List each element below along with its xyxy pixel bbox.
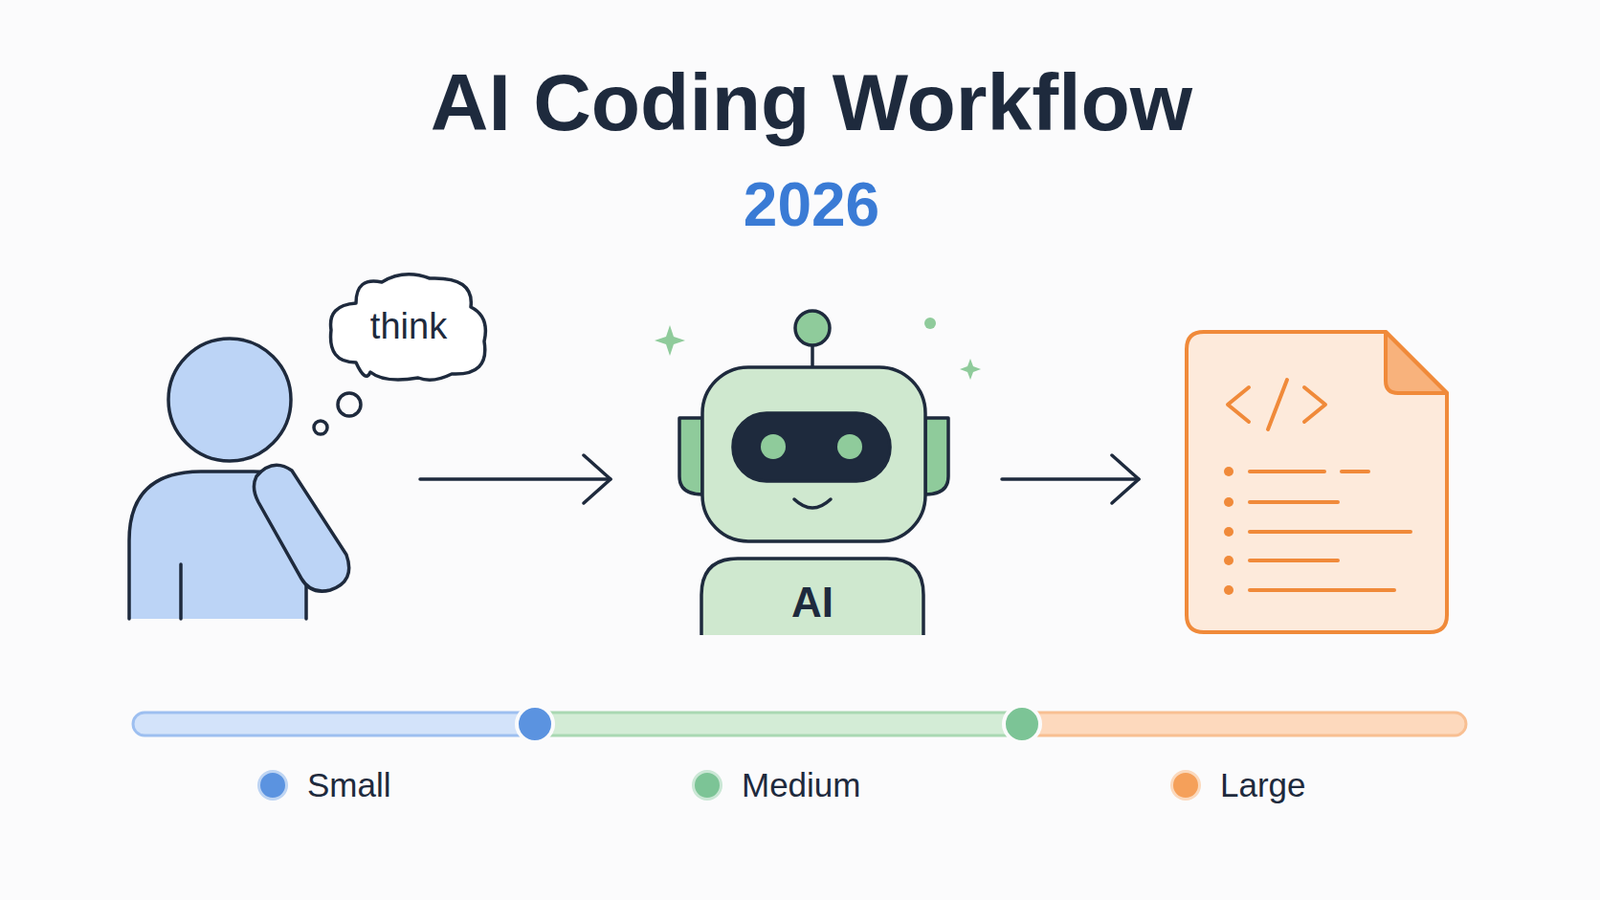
legend-item: Small (257, 766, 392, 805)
diagram-title: AI Coding Workflow (430, 56, 1193, 150)
legend-item: Large (1170, 766, 1307, 805)
robot-head (679, 311, 949, 542)
legend-text: Medium (741, 766, 861, 805)
size-slider (133, 706, 1467, 743)
code-document (1186, 332, 1447, 633)
flow-arrow (1001, 455, 1139, 504)
node-label: think (319, 306, 498, 348)
thought-cloud: think (319, 261, 498, 392)
legend-item: Medium (691, 766, 861, 805)
legend-swatch (691, 770, 723, 801)
node-label: AI (699, 578, 926, 627)
person-figure (129, 338, 361, 620)
legend-text: Small (307, 766, 392, 805)
sparkle (654, 317, 981, 380)
legend-swatch (1170, 770, 1201, 801)
robot-body: AI (699, 556, 926, 634)
year-subtitle: 2026 (743, 169, 880, 241)
legend-swatch (257, 770, 289, 801)
flow-arrow (420, 455, 611, 504)
legend-text: Large (1220, 766, 1307, 805)
